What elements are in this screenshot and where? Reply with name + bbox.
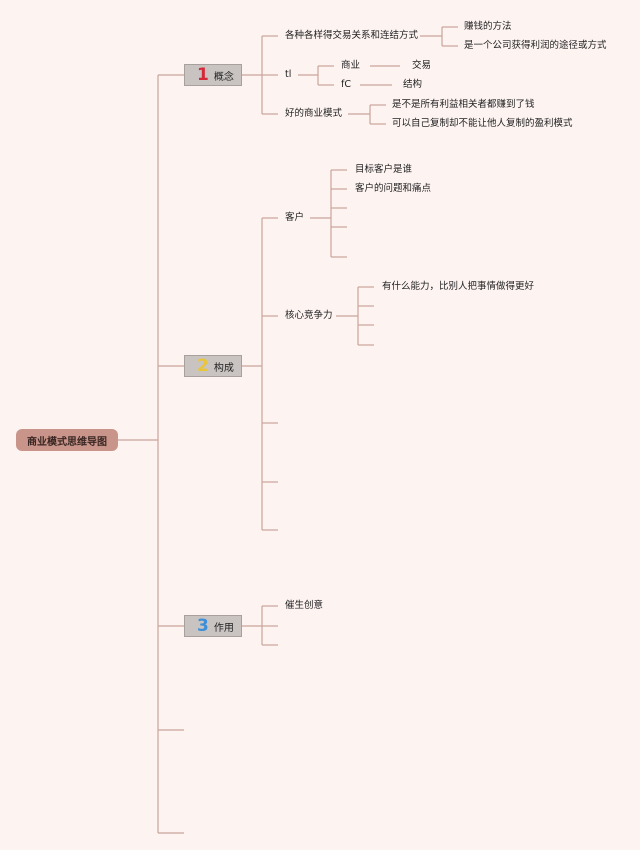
branch-effect[interactable]: 3 作用 bbox=[184, 615, 242, 637]
branch-composition[interactable]: 2 构成 bbox=[184, 355, 242, 377]
node-profit-path[interactable]: 是一个公司获得利润的途径或方式 bbox=[464, 40, 607, 51]
node-tl[interactable]: tl bbox=[285, 69, 292, 80]
branch-number-3: 3 bbox=[197, 616, 209, 636]
node-relations[interactable]: 各种各样得交易关系和连结方式 bbox=[285, 30, 419, 41]
node-money-method[interactable]: 赚钱的方法 bbox=[464, 21, 512, 32]
node-creativity[interactable]: 催生创意 bbox=[285, 600, 324, 611]
node-capability[interactable]: 有什么能力，比别人把事情做得更好 bbox=[382, 281, 535, 292]
node-trade[interactable]: 交易 bbox=[412, 60, 432, 71]
branch-label-composition: 构成 bbox=[213, 362, 234, 374]
node-structure[interactable]: 结构 bbox=[403, 79, 423, 90]
node-business[interactable]: 商业 bbox=[341, 60, 361, 71]
branch-number-1: 1 bbox=[197, 65, 209, 85]
node-good-model[interactable]: 好的商业模式 bbox=[285, 108, 343, 119]
node-customer[interactable]: 客户 bbox=[285, 212, 305, 223]
node-target-customer[interactable]: 目标客户是谁 bbox=[355, 164, 413, 175]
branch-label-effect: 作用 bbox=[213, 622, 234, 634]
node-fc[interactable]: fC bbox=[341, 79, 351, 90]
node-stakeholders[interactable]: 是不是所有利益相关者都赚到了钱 bbox=[392, 99, 535, 110]
branch-concept[interactable]: 1 概念 bbox=[184, 64, 242, 86]
branch-number-2: 2 bbox=[197, 356, 209, 376]
node-core-competence[interactable]: 核心竞争力 bbox=[285, 310, 333, 321]
root-node[interactable]: 商业模式思维导图 bbox=[16, 429, 118, 451]
node-uncopyable[interactable]: 可以自己复制却不能让他人复制的盈利模式 bbox=[392, 118, 573, 129]
node-customer-pain[interactable]: 客户的问题和痛点 bbox=[355, 183, 432, 194]
branch-label-concept: 概念 bbox=[213, 71, 234, 83]
